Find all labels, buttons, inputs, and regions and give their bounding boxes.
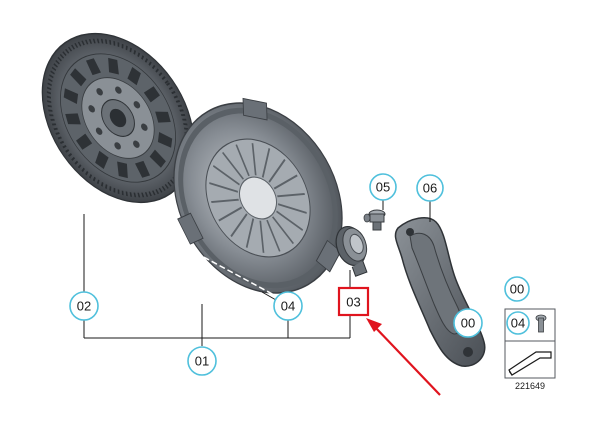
leader-lines — [83, 200, 431, 346]
bracket-icon — [508, 351, 552, 376]
plate-edge-line — [171, 239, 277, 297]
callout-02[interactable]: 02 — [69, 291, 99, 321]
callout-06[interactable]: 06 — [416, 174, 444, 202]
callout-04-box-label: 04 — [511, 316, 525, 331]
callout-00-fork[interactable]: 00 — [453, 308, 483, 338]
callout-05-label: 05 — [376, 180, 390, 195]
callout-01-label: 01 — [195, 354, 209, 369]
accessory-box: 04 — [504, 308, 556, 379]
clutch-disc-part — [41, 32, 195, 204]
pressure-plate-part — [173, 97, 343, 294]
callout-03-label: 03 — [346, 295, 360, 310]
release-fork-part — [394, 216, 486, 367]
callout-05[interactable]: 05 — [369, 173, 397, 201]
red-arrow — [366, 318, 441, 396]
bolt-icon — [535, 314, 547, 333]
callout-00-box-label: 00 — [510, 282, 524, 297]
callout-00-fork-label: 00 — [461, 316, 475, 331]
pivot-pin-part — [363, 209, 386, 231]
highlight-box — [337, 286, 370, 317]
callout-06-label: 06 — [423, 181, 437, 196]
callout-04-box[interactable]: 04 — [506, 311, 530, 335]
callout-01[interactable]: 01 — [187, 346, 217, 376]
release-bearing-part — [335, 226, 368, 277]
callout-04-label: 04 — [281, 299, 295, 314]
callout-00-box[interactable]: 00 — [504, 276, 530, 302]
callout-04[interactable]: 04 — [273, 291, 303, 321]
callout-02-label: 02 — [77, 299, 91, 314]
diagram-id: 221649 — [515, 381, 545, 391]
